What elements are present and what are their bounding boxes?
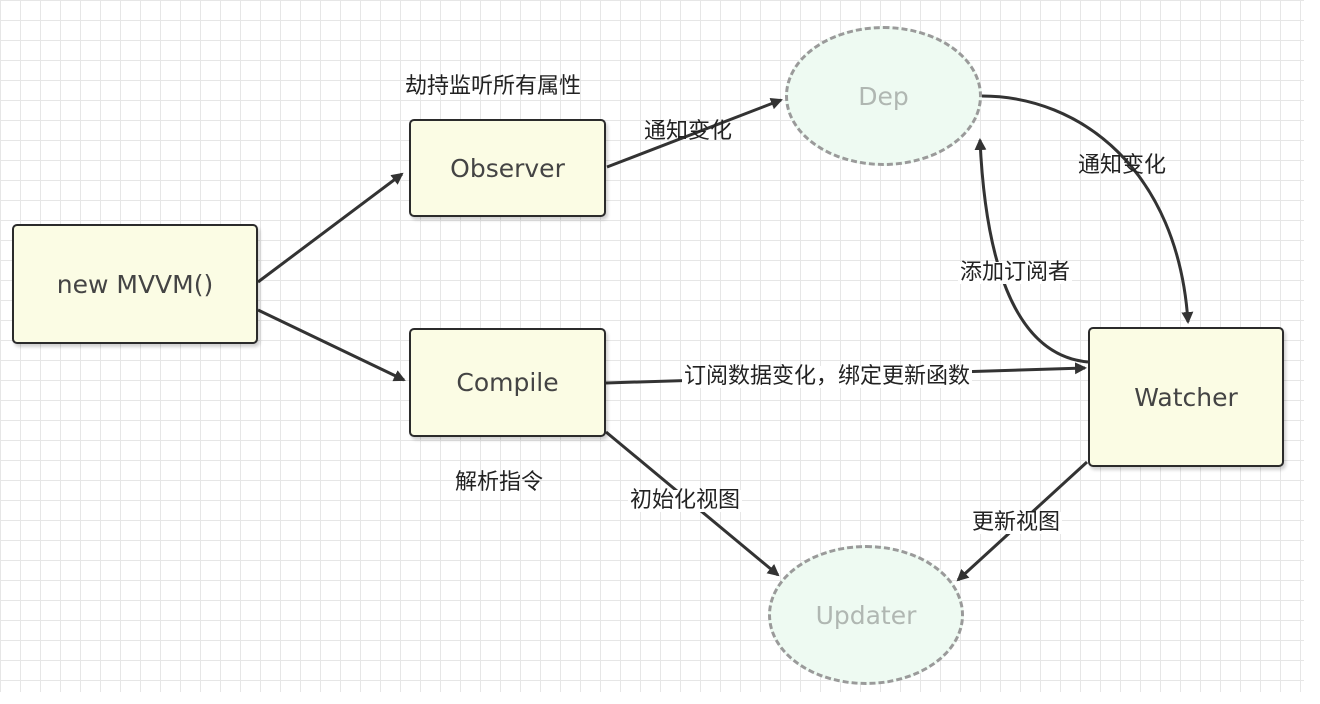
node-watcher[interactable]: Watcher — [1088, 327, 1284, 467]
node-compile-label: Compile — [456, 368, 559, 397]
label-subscribe-bind: 订阅数据变化，绑定更新函数 — [682, 364, 973, 389]
node-updater-label: Updater — [815, 600, 917, 630]
label-add-subscriber: 添加订阅者 — [958, 260, 1073, 285]
node-watcher-label: Watcher — [1134, 382, 1238, 412]
arrow-mvvm-to-observer — [257, 172, 404, 284]
arrow-watcher-to-dep — [974, 138, 1089, 364]
node-new-mvvm[interactable]: new MVVM() — [12, 224, 258, 344]
label-parse-directives: 解析指令 — [455, 470, 544, 495]
label-init-view: 初始化视图 — [628, 488, 743, 513]
label-update-view: 更新视图 — [970, 510, 1063, 535]
arrow-mvvm-to-compile — [257, 308, 406, 382]
node-dep-label: Dep — [858, 81, 909, 111]
node-observer[interactable]: Observer — [409, 119, 606, 217]
node-compile[interactable]: Compile — [409, 328, 606, 437]
arrow-dep-to-watcher — [981, 94, 1194, 324]
node-dep[interactable]: Dep — [785, 26, 982, 166]
label-notify-change-observer-dep: 通知变化 — [644, 119, 733, 144]
arrow-observer-to-dep — [606, 97, 783, 169]
node-updater[interactable]: Updater — [768, 545, 964, 685]
label-notify-change-dep-watcher: 通知变化 — [1078, 153, 1167, 178]
node-observer-label: Observer — [450, 153, 565, 183]
node-new-mvvm-label: new MVVM() — [56, 269, 214, 299]
label-hijack-listen: 劫持监听所有属性 — [405, 74, 582, 99]
